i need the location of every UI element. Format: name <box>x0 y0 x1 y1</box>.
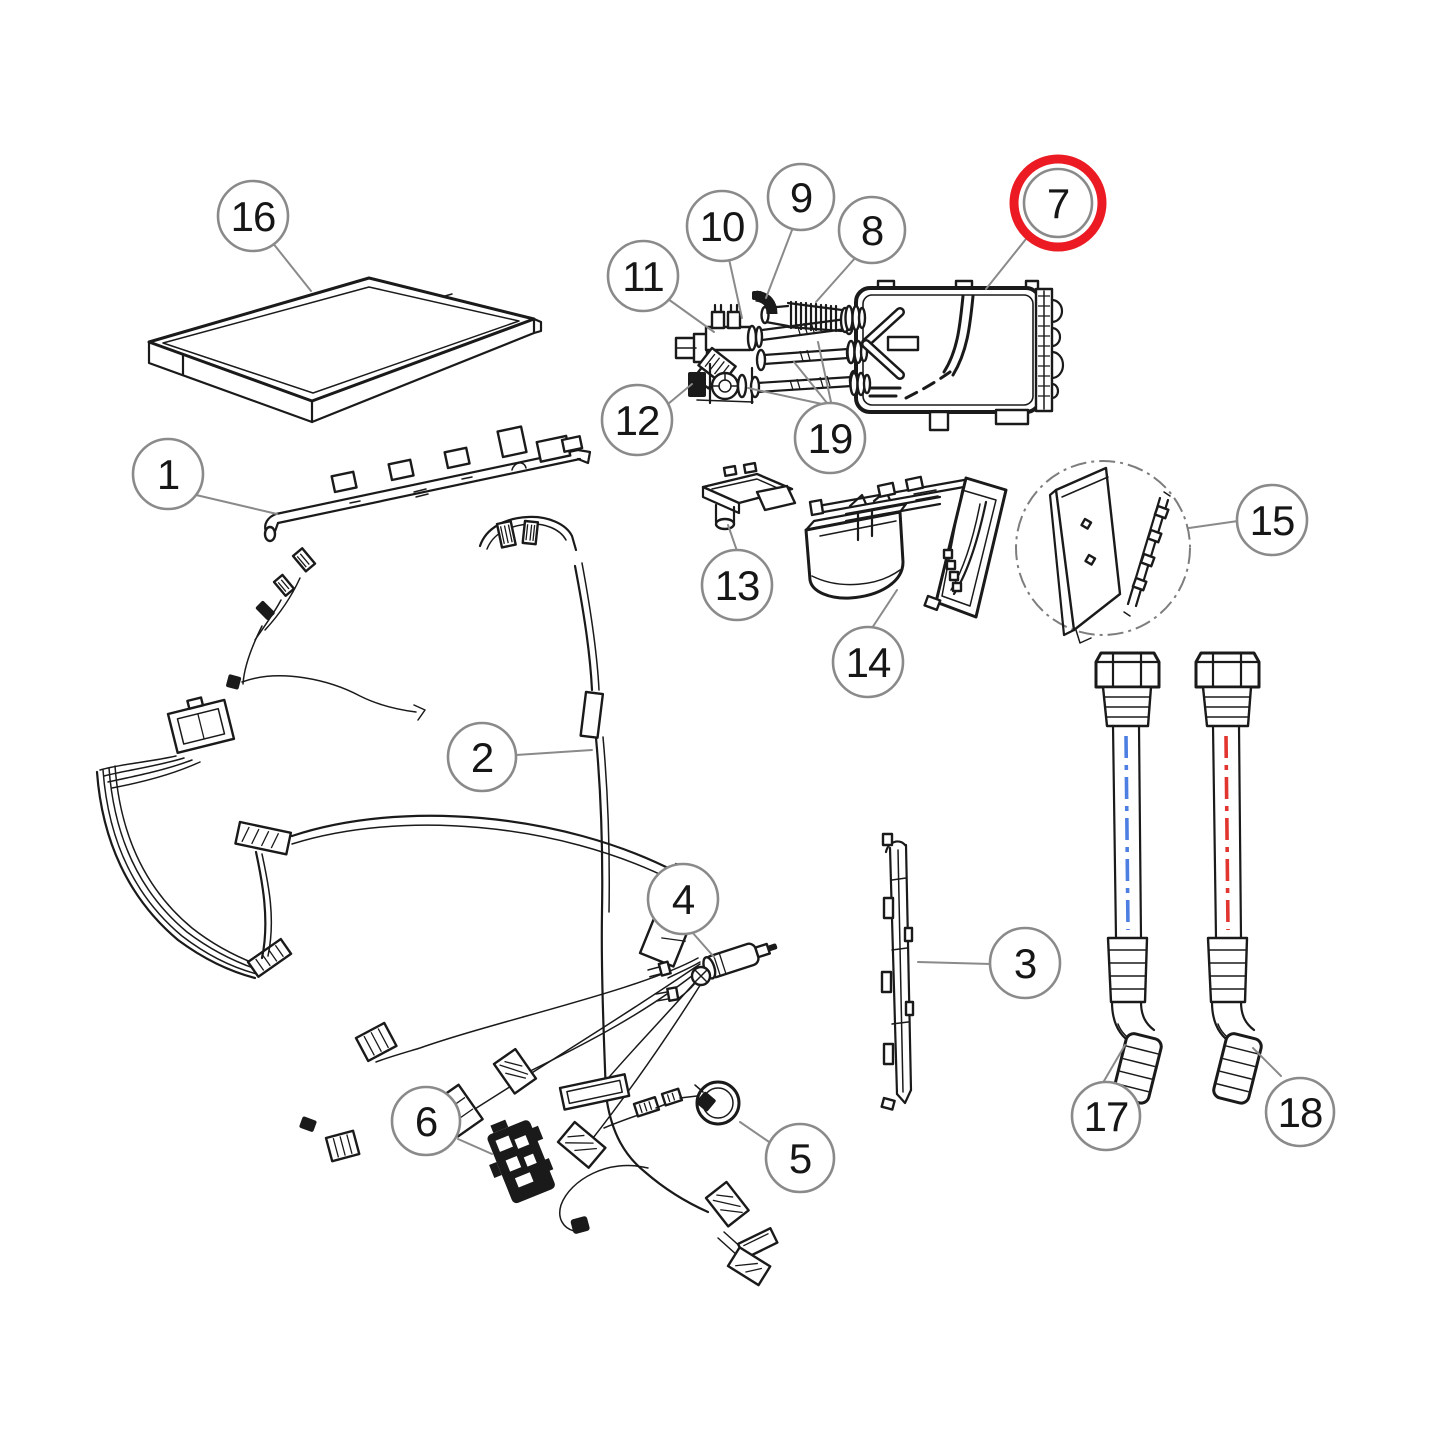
harness-top-plug <box>495 519 517 549</box>
harness-top-plug <box>521 519 540 546</box>
part-3-support-strip <box>880 832 915 1111</box>
part-7-dispenser-housing <box>844 279 1065 432</box>
leader-2 <box>515 749 593 756</box>
part-6-switch-block <box>487 1119 555 1204</box>
svg-text:3: 3 <box>1014 940 1036 987</box>
leader-12 <box>667 383 693 405</box>
svg-text:7: 7 <box>1047 180 1069 227</box>
leader-8 <box>815 256 857 303</box>
callout-12[interactable]: 12 <box>600 383 674 457</box>
leader-16 <box>271 241 312 292</box>
part-13-bracket <box>701 461 797 531</box>
leader-13 <box>727 524 738 552</box>
callout-3[interactable]: 3 <box>988 926 1062 1000</box>
svg-text:19: 19 <box>808 415 853 462</box>
callout-10[interactable]: 10 <box>685 189 759 263</box>
callout-16[interactable]: 16 <box>216 179 290 253</box>
hot-stripe <box>1224 735 1230 931</box>
svg-text:13: 13 <box>715 562 760 609</box>
svg-text:16: 16 <box>231 193 276 240</box>
leader-lines <box>195 228 1282 1155</box>
svg-text:5: 5 <box>789 1135 811 1182</box>
harness-fan-connector <box>166 696 236 755</box>
callout-15[interactable]: 15 <box>1235 483 1309 557</box>
leader-3 <box>917 961 992 965</box>
callout-6[interactable]: 6 <box>390 1085 462 1157</box>
callout-8[interactable]: 8 <box>837 195 907 265</box>
leader-1 <box>195 494 278 515</box>
part-1-rail-bracket <box>263 425 592 543</box>
svg-text:15: 15 <box>1250 497 1295 544</box>
callout-19[interactable]: 19 <box>793 401 867 475</box>
part-17-cold-inlet-hose <box>1094 651 1163 1105</box>
svg-text:1: 1 <box>157 451 179 498</box>
svg-text:17: 17 <box>1084 1093 1129 1140</box>
callouts: 16 1 11 10 9 8 7 12 <box>131 154 1336 1194</box>
svg-text:12: 12 <box>615 397 660 444</box>
leader-18 <box>1252 1047 1282 1077</box>
svg-text:8: 8 <box>861 207 883 254</box>
svg-text:2: 2 <box>471 734 493 781</box>
svg-text:14: 14 <box>846 639 891 686</box>
part-11-double-inlet-valve <box>674 303 764 364</box>
leader-11 <box>667 298 715 333</box>
svg-text:11: 11 <box>622 253 664 300</box>
leader-10 <box>728 258 743 319</box>
part-15-detail-view <box>1015 460 1191 644</box>
leader-14 <box>871 589 898 629</box>
leader-19 <box>747 341 832 405</box>
part-5-grommet-ring <box>694 1080 741 1126</box>
svg-text:18: 18 <box>1278 1089 1323 1136</box>
svg-text:10: 10 <box>700 203 745 250</box>
leader-4 <box>691 931 715 958</box>
callout-17[interactable]: 17 <box>1070 1080 1142 1152</box>
leader-6 <box>457 1138 493 1155</box>
callout-1[interactable]: 1 <box>131 437 205 511</box>
part-4-inline-filter <box>647 942 778 1002</box>
callout-18[interactable]: 18 <box>1264 1076 1336 1148</box>
part-9-elbow-fitting <box>752 290 778 315</box>
svg-text:6: 6 <box>415 1098 437 1145</box>
callout-13[interactable]: 13 <box>700 548 774 622</box>
callout-11[interactable]: 11 <box>606 239 680 313</box>
leader-17 <box>1103 1044 1126 1082</box>
svg-text:4: 4 <box>672 876 695 923</box>
part-18-hot-inlet-hose <box>1194 651 1263 1105</box>
leader-15 <box>1188 520 1239 529</box>
callout-9[interactable]: 9 <box>766 162 836 232</box>
leader-9 <box>765 229 793 299</box>
callout-5[interactable]: 5 <box>764 1122 836 1194</box>
callout-2[interactable]: 2 <box>446 721 518 793</box>
leader-5 <box>739 1121 773 1145</box>
svg-text:9: 9 <box>790 174 812 221</box>
part-12-single-valve <box>688 362 754 405</box>
part-14-dispenser-drawer <box>804 475 1008 619</box>
callout-14[interactable]: 14 <box>831 625 905 699</box>
cold-stripe <box>1124 735 1130 931</box>
part-16-top-panel <box>147 276 543 424</box>
callout-4[interactable]: 4 <box>646 862 720 936</box>
callout-7-highlighted[interactable]: 7 <box>1009 154 1107 252</box>
